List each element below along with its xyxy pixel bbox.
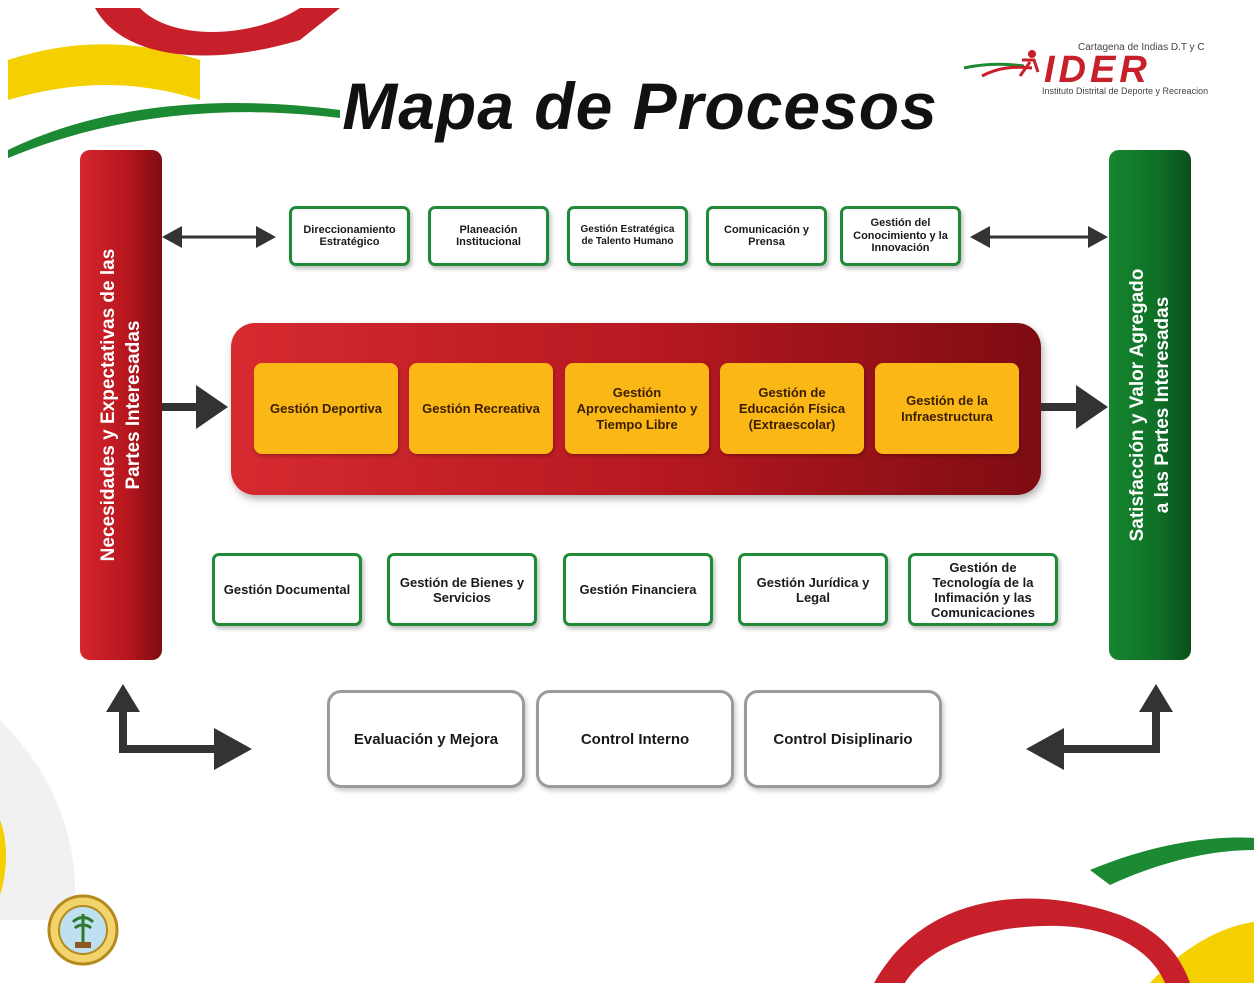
satisfaction-line-1: Satisfacción y Valor Agregado — [1127, 268, 1148, 542]
logo-brand: IDER — [1044, 49, 1151, 91]
double-arrow-right-icon — [970, 226, 1108, 248]
l-arrow-right-icon — [1026, 684, 1173, 770]
process-evaluacion-mejora[interactable]: Evaluación y Mejora — [327, 690, 525, 788]
process-planeacion[interactable]: Planeación Institucional — [428, 206, 549, 266]
process-gestion-deportiva[interactable]: Gestión Deportiva — [254, 363, 398, 454]
arrow-out-of-core-icon — [1041, 385, 1108, 429]
satisfaction-bar: Satisfacción y Valor Agregado a las Part… — [1109, 150, 1191, 660]
process-documental[interactable]: Gestión Documental — [212, 553, 362, 626]
decorative-swoosh-left-edge — [0, 720, 75, 920]
satisfaction-line-2: a las Partes Interesadas — [1152, 296, 1173, 514]
logo-top-text: Cartagena de Indias D.T y C — [1078, 42, 1205, 53]
process-educacion-fisica[interactable]: Gestión de Educación Física (Extraescola… — [720, 363, 864, 454]
process-comunicacion[interactable]: Comunicación y Prensa — [706, 206, 827, 266]
process-financiera[interactable]: Gestión Financiera — [563, 553, 713, 626]
athlete-icon — [963, 50, 1040, 78]
cartagena-seal-icon — [47, 894, 119, 966]
needs-expectations-bar: Necesidades y Expectativas de las Partes… — [80, 150, 162, 660]
process-tecnologia[interactable]: Gestión de Tecnología de la Infimación y… — [908, 553, 1058, 626]
double-arrow-left-icon — [162, 226, 276, 248]
needs-line-2: Partes Interesadas — [123, 320, 144, 490]
process-control-interno[interactable]: Control Interno — [536, 690, 734, 788]
process-bienes-servicios[interactable]: Gestión de Bienes y Servicios — [387, 553, 537, 626]
process-control-disciplinario[interactable]: Control Disiplinario — [744, 690, 942, 788]
arrow-into-core-icon — [162, 385, 228, 429]
process-aprovechamiento[interactable]: Gestión Aprovechamiento y Tiempo Libre — [565, 363, 709, 454]
decorative-swoosh-bottom-right — [874, 837, 1254, 983]
l-arrow-left-icon — [106, 684, 252, 770]
needs-line-1: Necesidades y Expectativas de las — [98, 248, 119, 562]
logo-bottom-text: Instituto Distrital de Deporte y Recreac… — [1042, 86, 1209, 96]
page-title: Mapa de Procesos — [342, 69, 938, 143]
process-direccionamiento[interactable]: Direccionamiento Estratégico — [289, 206, 410, 266]
process-juridica[interactable]: Gestión Jurídica y Legal — [738, 553, 888, 626]
process-talento-humano[interactable]: Gestión Estratégica de Talento Humano — [567, 206, 688, 266]
process-conocimiento[interactable]: Gestión del Conocimiento y la Innovación — [840, 206, 961, 266]
process-gestion-recreativa[interactable]: Gestión Recreativa — [409, 363, 553, 454]
decorative-swoosh-top-left — [8, 8, 340, 158]
process-infraestructura[interactable]: Gestión de la Infraestructura — [875, 363, 1019, 454]
ider-logo: Cartagena de Indias D.T y C IDER Institu… — [962, 40, 1232, 100]
